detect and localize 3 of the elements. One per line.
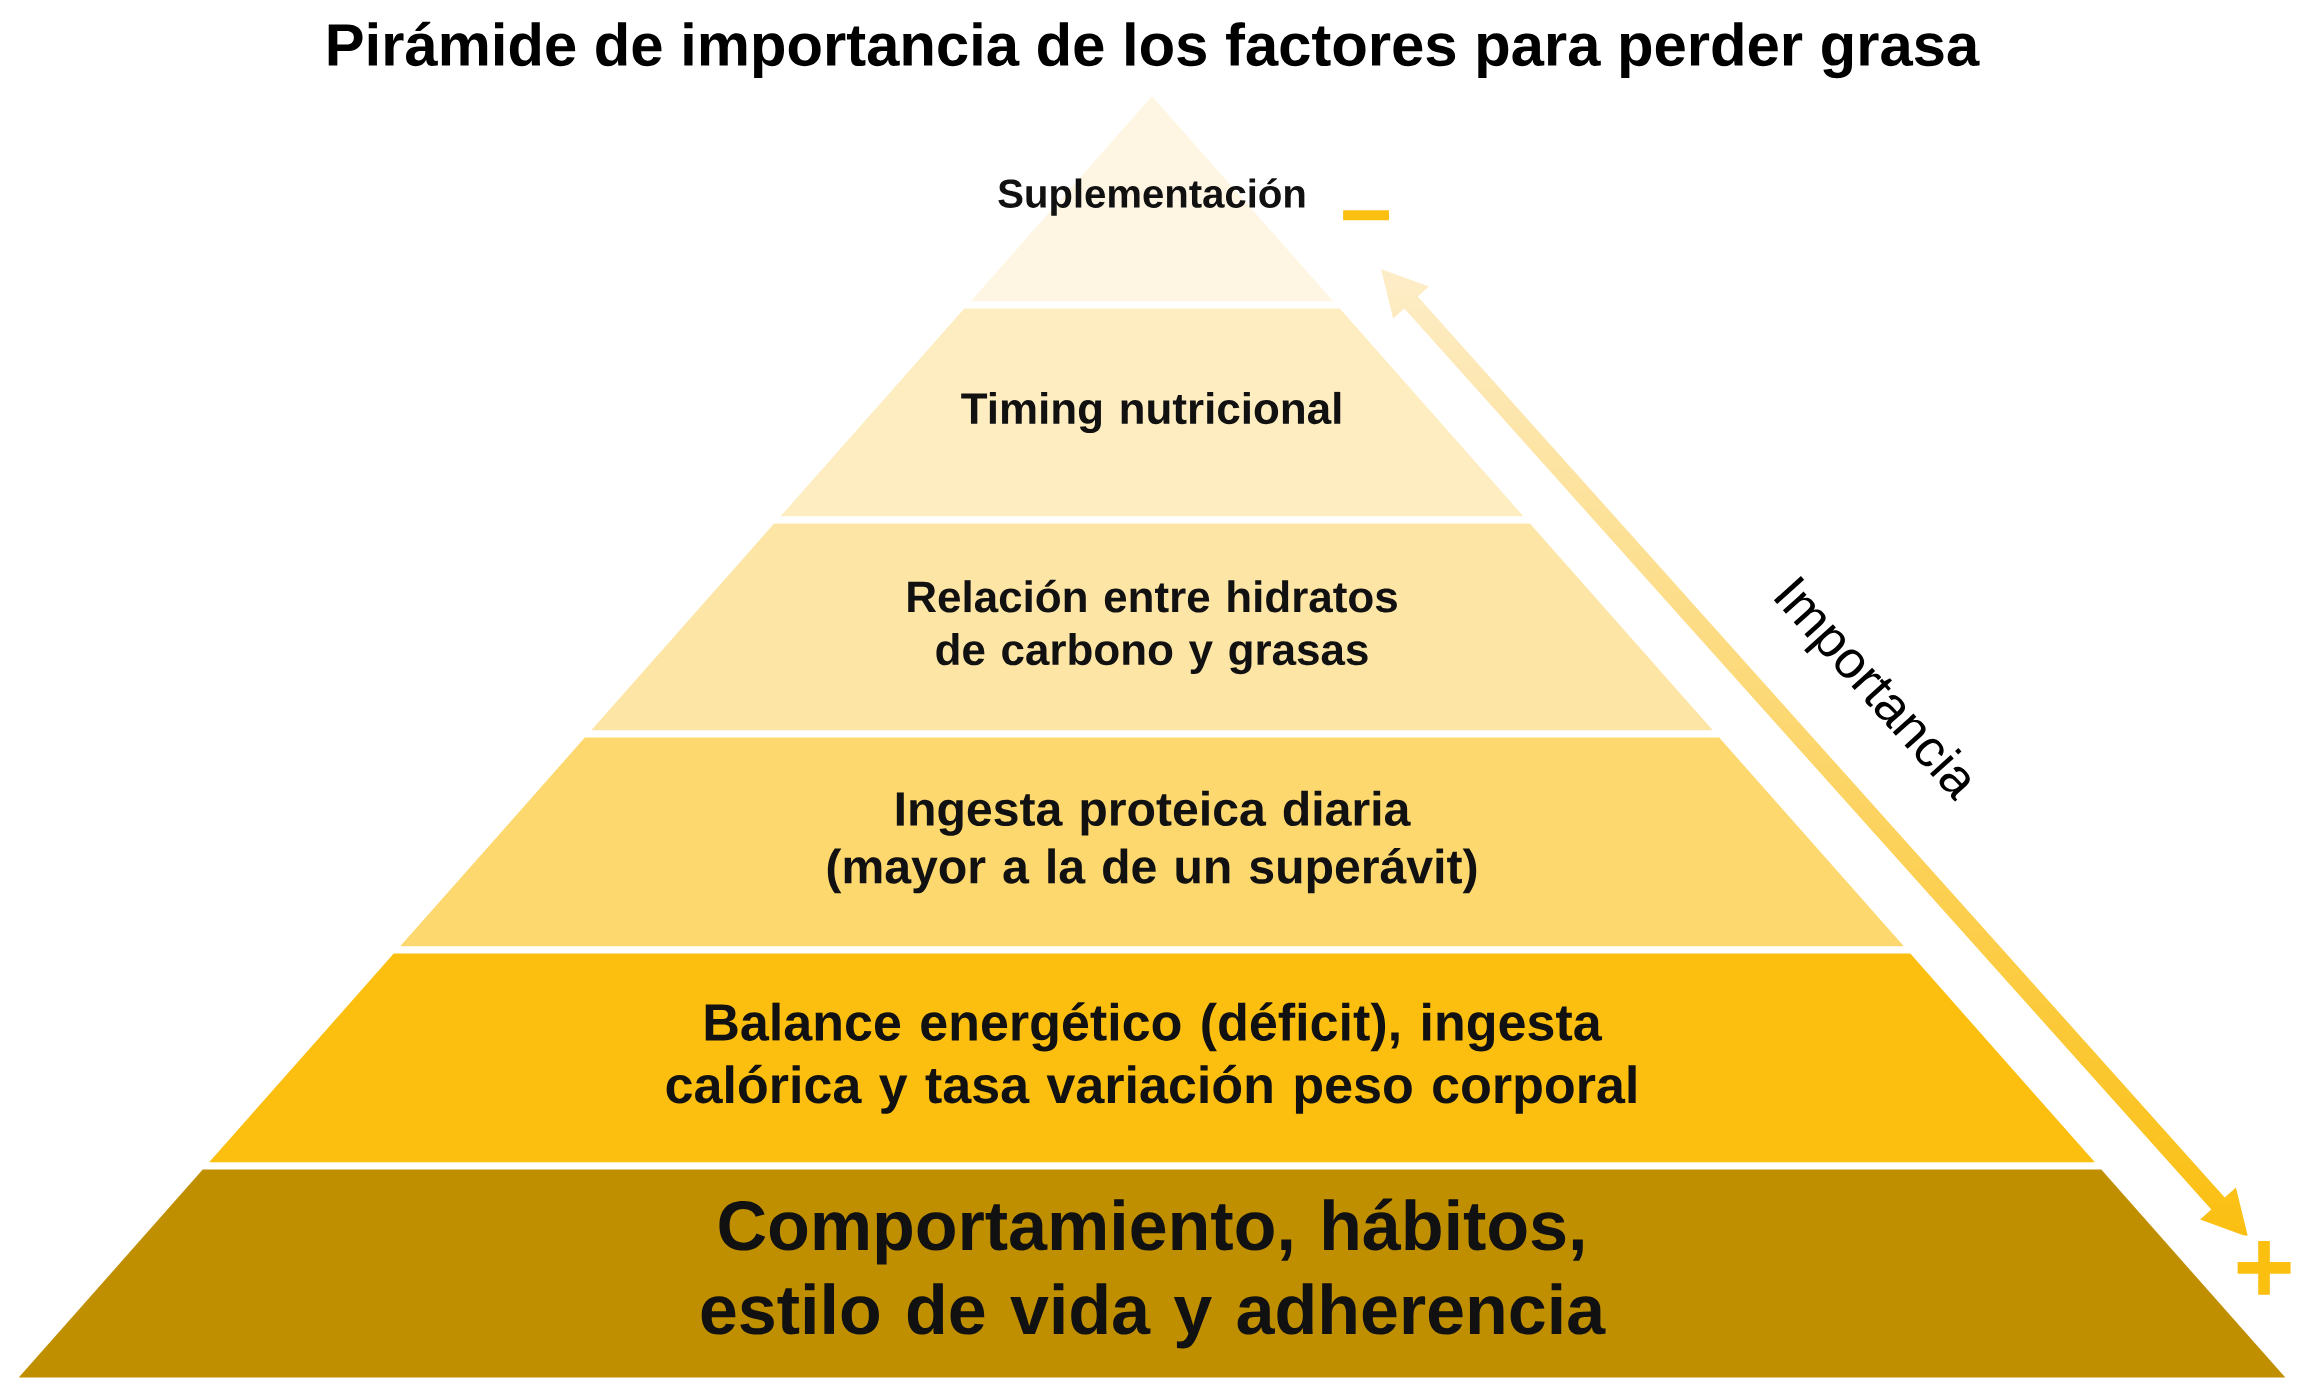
title: Pirámide de importancia de los factores para perder grasa [328,21,1980,79]
minus-sign: − [1343,210,1389,221]
plus-sign: + [2237,1241,2291,1295]
